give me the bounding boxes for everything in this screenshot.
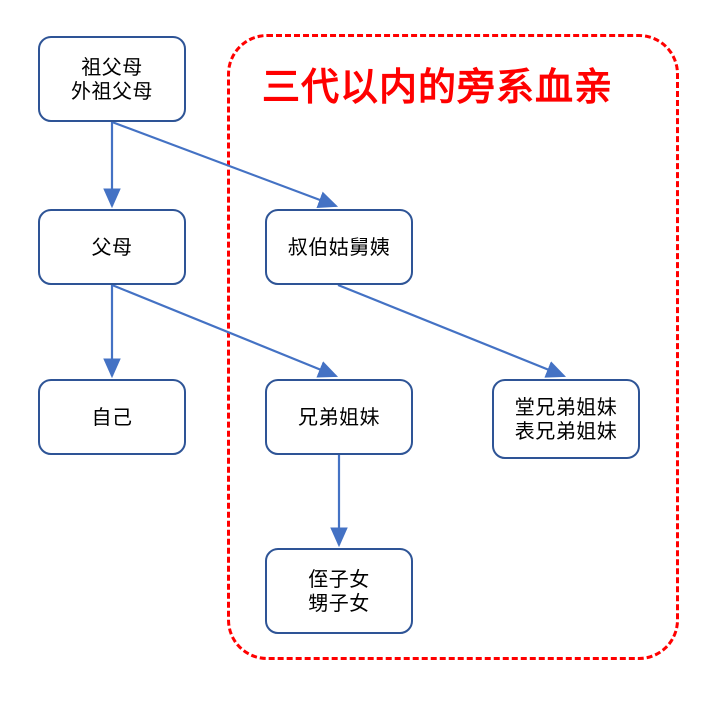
node-grandparents[interactable]: 祖父母外祖父母 <box>38 36 186 122</box>
node-label-secondary: 外祖父母 <box>71 79 153 103</box>
node-label-primary: 堂兄弟姐妹 <box>514 394 618 419</box>
node-uncles-aunts[interactable]: 叔伯姑舅姨 <box>265 209 413 285</box>
node-label-primary: 祖父母 <box>81 54 143 79</box>
node-label-primary: 兄弟姐妹 <box>298 404 380 429</box>
node-label-primary: 自己 <box>91 404 133 429</box>
node-parents[interactable]: 父母 <box>38 209 186 285</box>
node-label-primary: 叔伯姑舅姨 <box>287 234 391 259</box>
node-self[interactable]: 自己 <box>38 379 186 455</box>
scope-region-title: 三代以内的旁系血亲 <box>262 65 614 109</box>
node-nieces-nephews[interactable]: 侄子女甥子女 <box>265 548 413 634</box>
node-cousins[interactable]: 堂兄弟姐妹表兄弟姐妹 <box>492 379 640 459</box>
node-siblings[interactable]: 兄弟姐妹 <box>265 379 413 455</box>
node-label-secondary: 表兄弟姐妹 <box>514 419 618 443</box>
node-label-primary: 侄子女 <box>308 566 370 591</box>
node-label-secondary: 甥子女 <box>308 591 370 615</box>
node-label-primary: 父母 <box>91 234 133 259</box>
